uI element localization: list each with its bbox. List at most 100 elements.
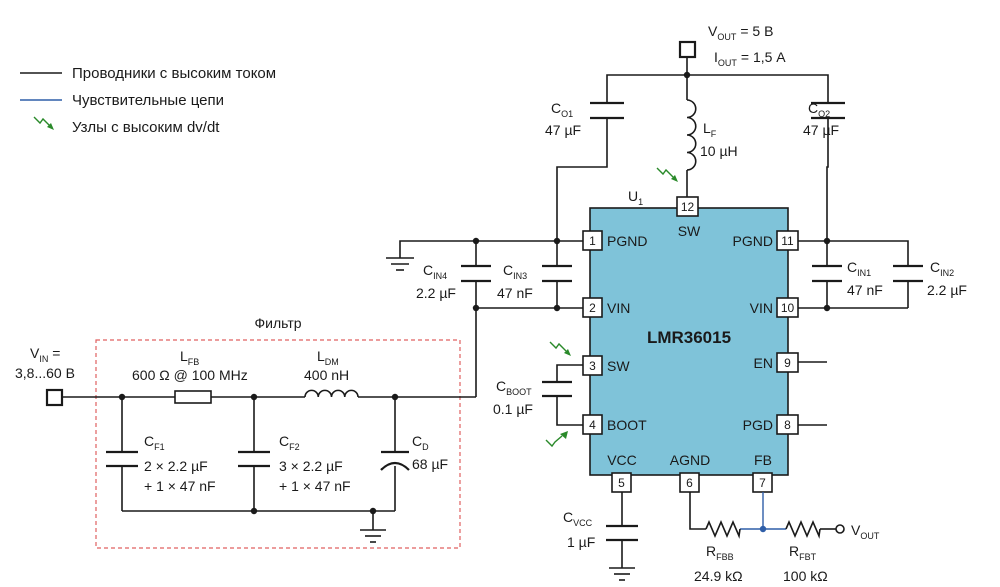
cf1-value-1: 2 × 2.2 µF bbox=[144, 458, 208, 474]
vin-terminal bbox=[45, 388, 64, 407]
cin4-label: CIN4 bbox=[423, 262, 447, 281]
filter-boundary bbox=[95, 339, 461, 549]
resistor-rfbb bbox=[705, 519, 741, 539]
co1-value: 47 µF bbox=[545, 122, 581, 138]
dvdt-arrow-sw-top bbox=[656, 167, 678, 182]
inductor-ldm bbox=[304, 389, 359, 398]
co2-value: 47 µF bbox=[803, 122, 839, 138]
svg-text:BOOT: BOOT bbox=[607, 417, 647, 433]
ground-symbol-vcc bbox=[609, 567, 635, 581]
capacitor-cin3 bbox=[542, 264, 572, 283]
cf1-value-2: + 1 × 47 nF bbox=[144, 478, 216, 494]
cd-label: CD bbox=[412, 433, 429, 452]
ic-pin-12: 12 SW bbox=[676, 196, 701, 239]
cf1-label: CF1 bbox=[144, 433, 165, 452]
co2-label: CO2 bbox=[808, 100, 830, 119]
svg-text:3: 3 bbox=[589, 359, 596, 373]
capacitor-cin4 bbox=[461, 264, 491, 283]
iout-label: IOUT= 1,5 А bbox=[714, 49, 786, 68]
cin1-value: 47 nF bbox=[847, 282, 883, 298]
svg-text:AGND: AGND bbox=[670, 452, 710, 468]
vout-terminal bbox=[678, 40, 697, 59]
capacitor-cin2 bbox=[893, 264, 923, 283]
capacitor-co1 bbox=[590, 101, 624, 120]
ground-symbol-left bbox=[386, 257, 414, 271]
rfbt-label: RFBT bbox=[789, 543, 817, 562]
vin-label: VIN = bbox=[30, 345, 60, 364]
inductor-lf bbox=[686, 99, 697, 171]
vout-label: VOUT= 5 В bbox=[708, 23, 773, 42]
svg-text:11: 11 bbox=[781, 234, 794, 248]
capacitor-cd bbox=[380, 450, 410, 471]
ic-pin-7: 7 FB bbox=[752, 452, 773, 493]
cboot-label: CBOOT bbox=[496, 378, 532, 397]
svg-text:EN: EN bbox=[754, 355, 773, 371]
lfb-label: LFB bbox=[180, 348, 199, 367]
ic-pin-1: 1 PGND bbox=[582, 230, 647, 251]
svg-text:12: 12 bbox=[681, 200, 695, 214]
co1-label: CO1 bbox=[551, 100, 573, 119]
ic-pin-9: 9 EN bbox=[754, 352, 799, 373]
capacitor-cboot bbox=[542, 380, 572, 398]
ic-pin-5: 5 VCC bbox=[607, 452, 637, 493]
output-wires bbox=[556, 57, 829, 241]
svg-text:VIN: VIN bbox=[607, 300, 630, 316]
cd-value: 68 µF bbox=[412, 456, 448, 472]
svg-text:9: 9 bbox=[784, 356, 791, 370]
ic-pin-4: 4 BOOT bbox=[582, 414, 647, 435]
ic-body bbox=[589, 207, 789, 476]
input-right-wires bbox=[798, 237, 909, 312]
rfbb-value: 24.9 kΩ bbox=[694, 568, 743, 584]
ic-pin-8: 8 PGD bbox=[743, 414, 799, 435]
filter-title: Фильтр bbox=[254, 315, 301, 331]
svg-text:4: 4 bbox=[589, 418, 596, 432]
ldm-value: 400 nH bbox=[304, 367, 349, 383]
cin3-value: 47 nF bbox=[497, 285, 533, 301]
ic-pin-3: 3 SW bbox=[582, 355, 630, 376]
capacitor-cf1 bbox=[106, 450, 138, 468]
capacitor-cin1 bbox=[812, 264, 842, 283]
svg-text:VCC: VCC bbox=[607, 452, 637, 468]
cin2-label: CIN2 bbox=[930, 259, 954, 278]
svg-text:7: 7 bbox=[759, 476, 766, 490]
ground-symbol-filter bbox=[360, 529, 386, 543]
cin4-value: 2.2 µF bbox=[416, 285, 456, 301]
cin1-label: CIN1 bbox=[847, 259, 871, 278]
cboot-wires bbox=[556, 364, 583, 426]
cvcc-value: 1 µF bbox=[567, 534, 595, 550]
ldm-label: LDM bbox=[317, 348, 339, 367]
vin-range: 3,8...60 В bbox=[15, 365, 75, 381]
cin3-label: CIN3 bbox=[503, 262, 527, 281]
ic-pin-6: 6 AGND bbox=[670, 452, 710, 493]
vout-fb-label: VOUT bbox=[851, 522, 880, 541]
cf2-value-1: 3 × 2.2 µF bbox=[279, 458, 343, 474]
ferrite-bead-lfb bbox=[174, 390, 212, 404]
svg-text:2: 2 bbox=[589, 301, 596, 315]
rfbt-value: 100 kΩ bbox=[783, 568, 828, 584]
svg-text:PGND: PGND bbox=[607, 233, 647, 249]
svg-text:PGND: PGND bbox=[733, 233, 773, 249]
legend-high-current: Проводники с высоким током bbox=[72, 65, 276, 82]
svg-text:SW: SW bbox=[607, 358, 630, 374]
dvdt-arrow-boot bbox=[545, 431, 568, 448]
feedback-wires bbox=[689, 492, 845, 534]
svg-text:10: 10 bbox=[781, 301, 795, 315]
ic-pin-10: 10 VIN bbox=[750, 297, 799, 318]
cf2-label: CF2 bbox=[279, 433, 300, 452]
svg-text:SW: SW bbox=[678, 223, 701, 239]
legend-dvdt-icon bbox=[33, 116, 54, 130]
svg-text:5: 5 bbox=[618, 476, 625, 490]
resistor-rfbt bbox=[785, 519, 821, 539]
svg-text:1: 1 bbox=[589, 234, 596, 248]
cvcc-label: CVCC bbox=[563, 509, 593, 528]
legend: Проводники с высоким током Чувствительны… bbox=[20, 65, 276, 136]
cf2-value-2: + 1 × 47 nF bbox=[279, 478, 351, 494]
svg-text:PGD: PGD bbox=[743, 417, 773, 433]
lfb-value: 600 Ω @ 100 MHz bbox=[132, 367, 248, 383]
ic-pin-11: 11 PGND bbox=[733, 230, 799, 251]
cboot-value: 0.1 µF bbox=[493, 401, 533, 417]
legend-high-dvdt: Узлы с высоким dv/dt bbox=[72, 119, 220, 136]
capacitor-cvcc bbox=[606, 524, 638, 542]
lf-label: LF bbox=[703, 120, 717, 139]
